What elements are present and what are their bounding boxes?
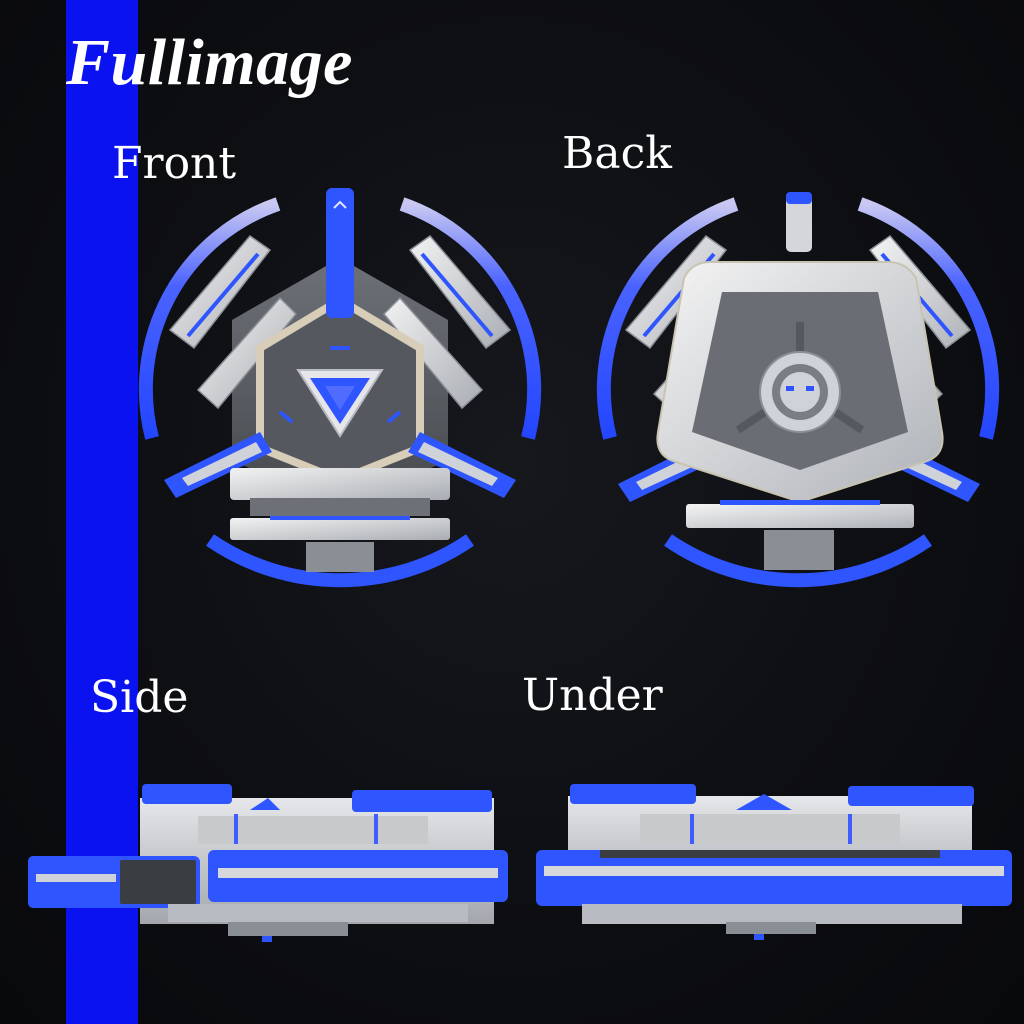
page-title: Fullimage: [66, 26, 353, 99]
front-view-label: Front: [112, 138, 237, 189]
under-view-render: [536, 784, 1012, 940]
back-view-render: [596, 192, 1000, 588]
side-view-label: Side: [90, 672, 189, 723]
under-view-label: Under: [522, 670, 663, 721]
back-view-label: Back: [562, 128, 672, 179]
front-view-render: [138, 188, 542, 588]
accent-stripe: [66, 0, 138, 1024]
side-view-render: [28, 784, 508, 942]
